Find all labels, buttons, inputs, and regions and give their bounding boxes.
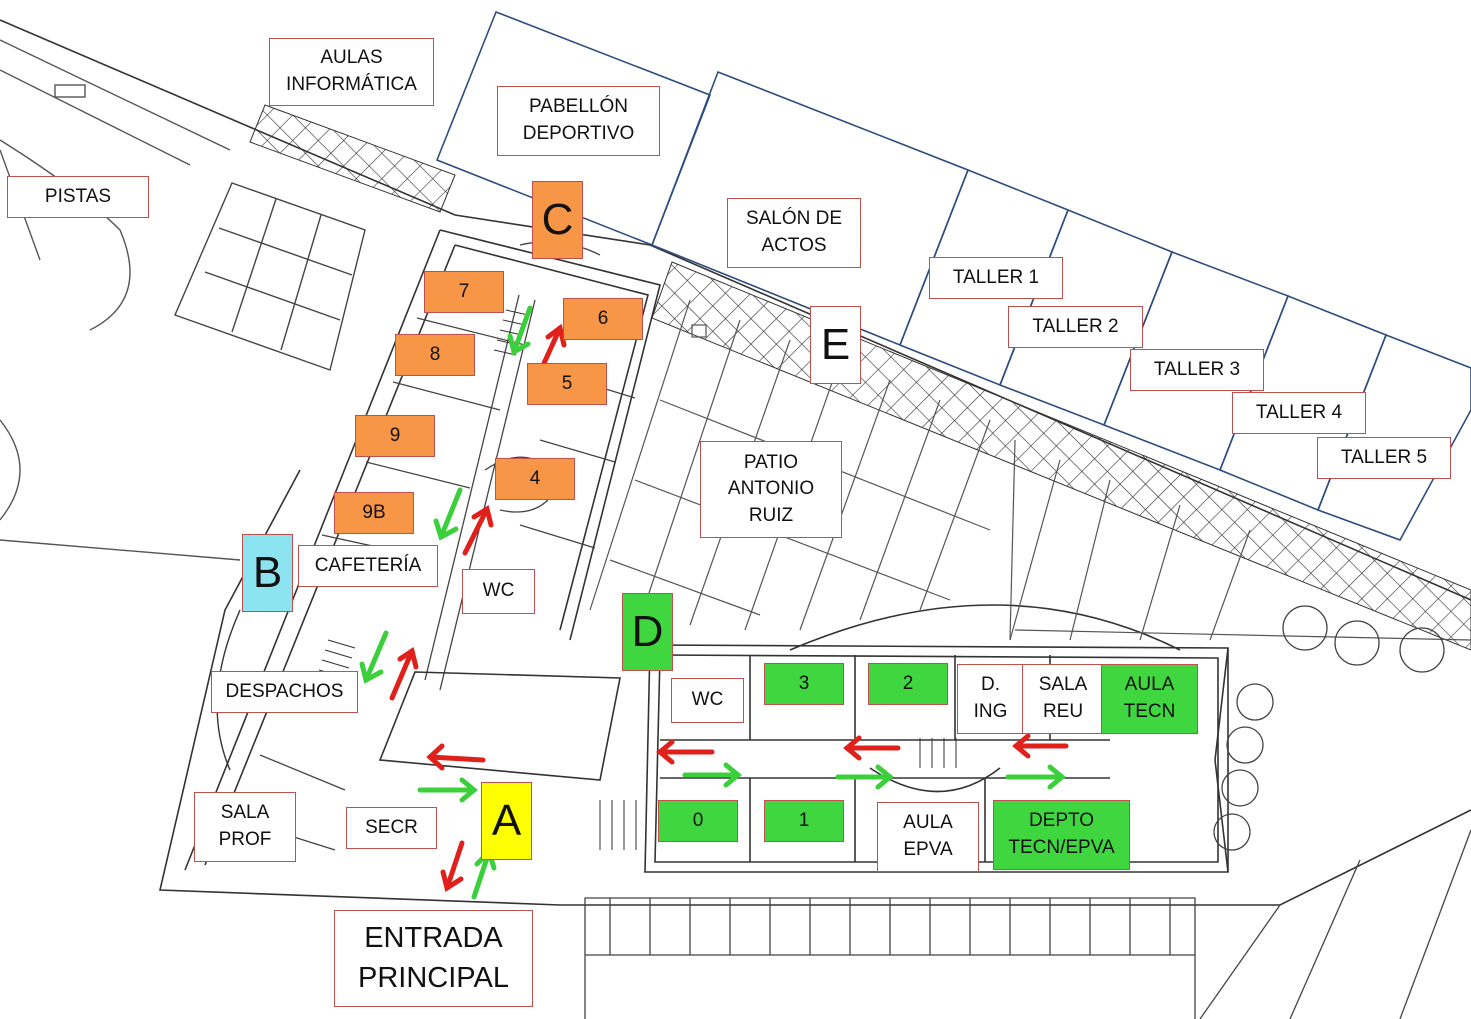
marker-d: D	[622, 593, 673, 671]
label-salon-actos: SALÓN DE ACTOS	[727, 198, 861, 268]
room-0: 0	[658, 800, 738, 842]
label-sala-prof: SALA PROF	[194, 792, 296, 862]
sports-courts	[0, 39, 241, 561]
label-patio: PATIO ANTONIO RUIZ	[700, 441, 842, 538]
label-cafeteria: CAFETERÍA	[298, 545, 438, 587]
room-8: 8	[395, 334, 475, 376]
label-wc-east: WC	[671, 678, 744, 723]
label-aulas-informatica: AULAS INFORMÁTICA	[269, 38, 434, 106]
room-7: 7	[424, 271, 504, 313]
label-taller-5: TALLER 5	[1317, 437, 1451, 479]
label-aula-tecn: AULA TECN	[1101, 664, 1198, 734]
trees	[1213, 605, 1445, 851]
marker-e: E	[810, 306, 861, 384]
room-3: 3	[764, 663, 844, 705]
room-6: 6	[563, 298, 643, 340]
label-despachos: DESPACHOS	[211, 671, 358, 713]
south-parking	[584, 829, 1471, 1019]
label-wc-west: WC	[462, 569, 535, 614]
label-sala-reu: SALA REU	[1022, 664, 1104, 734]
marker-c: C	[532, 181, 583, 259]
aulas-informatica-block	[174, 182, 366, 371]
room-2: 2	[868, 663, 948, 705]
label-pistas: PISTAS	[7, 176, 149, 218]
room-9b: 9B	[334, 492, 414, 534]
hatched-walkway-north	[249, 104, 456, 213]
room-4: 4	[495, 458, 575, 500]
marker-a: A	[481, 782, 532, 860]
west-wing-rooms	[239, 241, 636, 851]
courtyard-grid	[589, 299, 1471, 641]
central-lobby	[378, 671, 621, 781]
label-secr: SECR	[346, 807, 437, 849]
label-pabellon-deportivo: PABELLÓN DEPORTIVO	[497, 86, 660, 156]
label-depto-tecn-epva: DEPTO TECN/EPVA	[993, 800, 1130, 870]
label-entrada-principal: ENTRADA PRINCIPAL	[334, 910, 533, 1007]
label-taller-1: TALLER 1	[929, 257, 1063, 299]
label-taller-3: TALLER 3	[1130, 349, 1264, 391]
label-d-ing: D. ING	[957, 664, 1024, 734]
room-1: 1	[764, 800, 844, 842]
label-taller-4: TALLER 4	[1232, 392, 1366, 434]
room-9: 9	[355, 415, 435, 457]
room-5: 5	[527, 363, 607, 405]
label-taller-2: TALLER 2	[1008, 306, 1143, 348]
marker-b: B	[242, 534, 293, 612]
label-aula-epva: AULA EPVA	[877, 802, 979, 872]
